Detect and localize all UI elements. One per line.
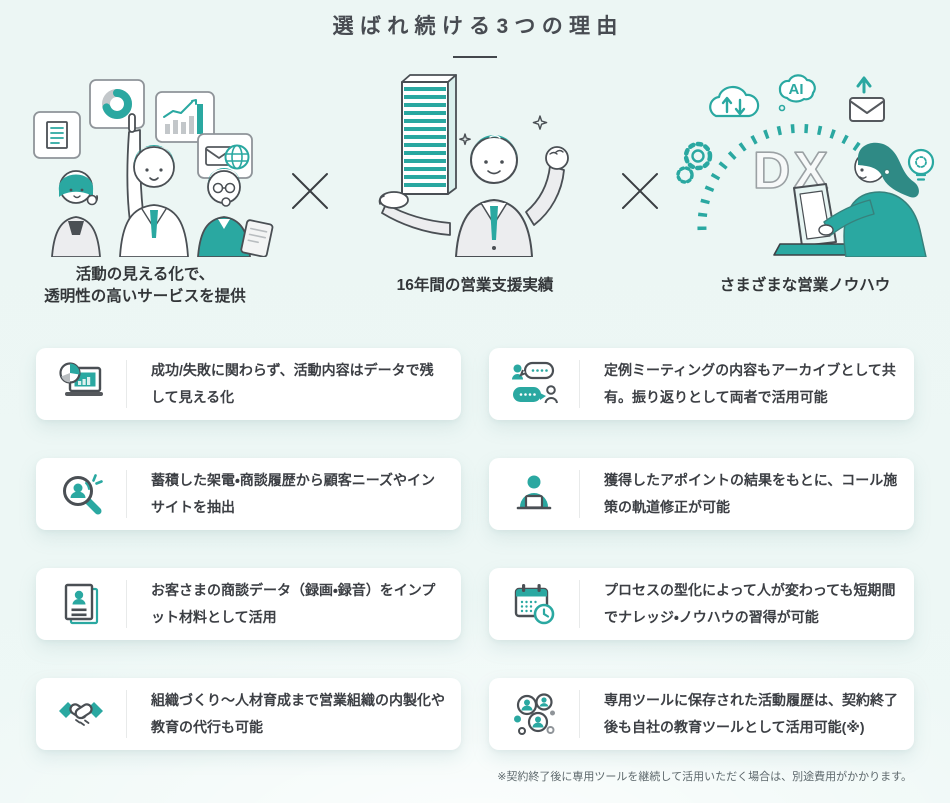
feature-card-meeting-archive: 定例ミーティングの内容もアーカイブとして共有。振り返りとして両者で活用可能 (489, 348, 914, 420)
caption-line: 活動の見える化で、 (75, 266, 215, 283)
feature-cards-grid: 成功/失敗に関わらず、活動内容はデータで残して見える化 (0, 348, 950, 750)
three-reasons-section: 選ばれ続ける3つの理由 (0, 15, 950, 783)
feature-text: 蓄積した架電・商談履歴から顧客ニーズやインサイトを抽出 (151, 472, 436, 515)
reason-caption: さまざまな営業ノウハウ (720, 263, 891, 309)
page-title: 選ばれ続ける3つの理由 (332, 15, 624, 38)
reason-caption: 16年間の営業支援実績 (397, 263, 554, 309)
caption-line: さまざまな営業ノウハウ (719, 277, 891, 294)
caption-line: 透明性の高いサービスを提供 (44, 288, 246, 305)
title-underline (453, 56, 497, 58)
caption-line: 16年間の営業支援実績 (396, 277, 554, 294)
laptop-analytics-icon (36, 360, 126, 408)
reason-track-record: 16年間の営業支援実績 (340, 72, 610, 309)
card-divider (579, 360, 580, 408)
feature-card-history-reuse: 専用ツールに保存された活動履歴は、契約終了後も自社の教育ツールとして活用可能(※… (489, 678, 914, 750)
card-divider (126, 690, 127, 738)
feature-text: お客さまの商談データ（録画・録音）をインプット材料として活用 (151, 582, 436, 625)
feature-card-data-visibility: 成功/失敗に関わらず、活動内容はデータで残して見える化 (36, 348, 461, 420)
card-divider (579, 690, 580, 738)
customer-search-icon (36, 470, 126, 518)
card-divider (126, 360, 127, 408)
footnote: ※契約終了後に専用ツールを継続して活用いただく場合は、別途費用がかかります。 (497, 771, 912, 783)
feature-card-knowledge-transfer: プロセスの型化によって人が変わっても短期間でナレッジ・ノウハウの習得が可能 (489, 568, 914, 640)
card-divider (126, 580, 127, 628)
feature-text: 組織づくり〜人材育成まで営業組織の内製化や教育の代行も可能 (151, 692, 445, 735)
handshake-icon (36, 690, 126, 738)
reason-visibility: 活動の見える化で、 透明性の高いサービスを提供 (10, 72, 280, 309)
card-divider (126, 470, 127, 518)
team-visibility-illustration (33, 79, 274, 257)
ai-label: AI (789, 81, 804, 98)
operator-laptop-icon (489, 470, 579, 518)
feature-text: 専用ツールに保存された活動履歴は、契約終了後も自社の教育ツールとして活用可能(※… (604, 692, 898, 735)
reason-knowhow: DX AI (670, 72, 940, 309)
feature-text: プロセスの型化によって人が変わっても短期間でナレッジ・ノウハウの習得が可能 (604, 582, 896, 625)
card-divider (579, 580, 580, 628)
man-holding-building-illustration (378, 74, 569, 257)
feature-text: 成功/失敗に関わらず、活動内容はデータで残して見える化 (151, 362, 434, 405)
profile-document-icon (36, 580, 126, 628)
feature-text: 定例ミーティングの内容もアーカイブとして共有。振り返りとして両者で活用可能 (604, 362, 896, 405)
feature-card-insight-extraction: 蓄積した架電・商談履歴から顧客ニーズやインサイトを抽出 (36, 458, 461, 530)
reason-caption: 活動の見える化で、 透明性の高いサービスを提供 (44, 263, 246, 309)
woman-dx-laptop-illustration: DX AI (676, 74, 935, 257)
feature-card-meeting-data-input: お客さまの商談データ（録画・録音）をインプット材料として活用 (36, 568, 461, 640)
feature-card-org-building: 組織づくり〜人材育成まで営業組織の内製化や教育の代行も可能 (36, 678, 461, 750)
calendar-clock-icon (489, 580, 579, 628)
card-divider (579, 470, 580, 518)
feature-card-call-adjustment: 獲得したアポイントの結果をもとに、コール施策の軌道修正が可能 (489, 458, 914, 530)
reasons-row: 活動の見える化で、 透明性の高いサービスを提供 (0, 72, 950, 309)
cross-separator-icon (280, 168, 340, 214)
feature-text: 獲得したアポイントの結果をもとに、コール施策の軌道修正が可能 (604, 472, 898, 515)
meeting-chat-icon (489, 360, 579, 408)
cross-separator-icon (610, 168, 670, 214)
people-network-icon (489, 690, 579, 738)
